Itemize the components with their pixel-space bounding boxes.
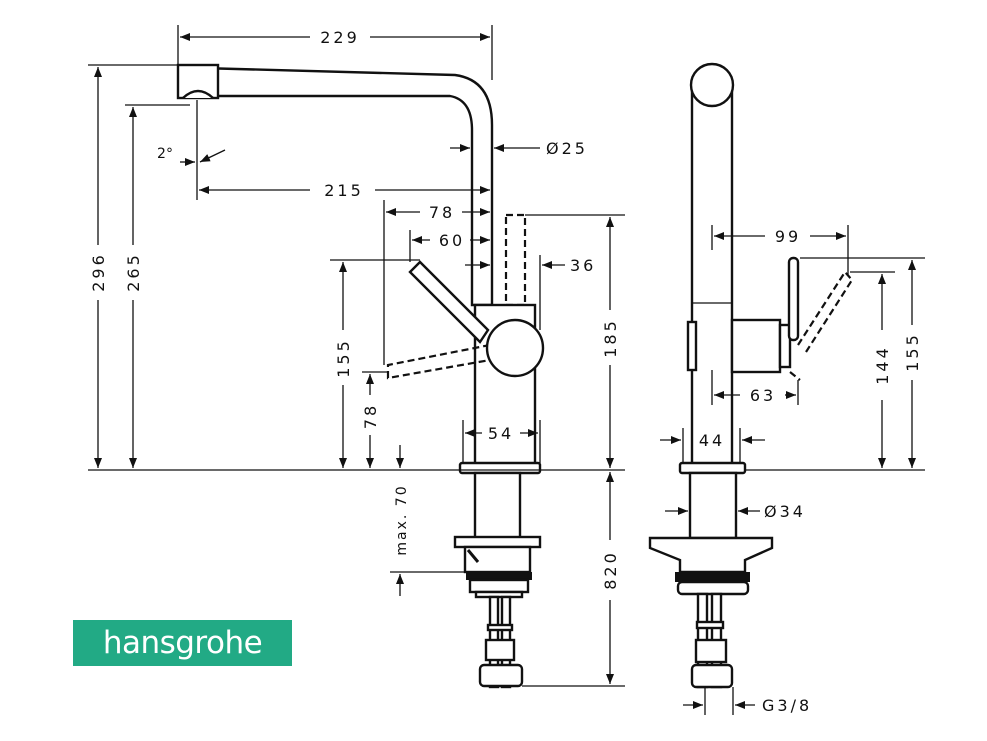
dim-44: 44 xyxy=(699,431,725,450)
dim-78-height: 78 xyxy=(361,403,380,429)
dim-54: 54 xyxy=(488,424,514,443)
dim-155-left: 155 xyxy=(334,338,353,378)
dim-155-right: 155 xyxy=(903,332,922,372)
brand-logo: hansgrohe xyxy=(73,620,292,666)
dim-185: 185 xyxy=(601,318,620,358)
dimension-lines xyxy=(88,25,925,715)
dim-63: 63 xyxy=(750,386,776,405)
dim-max-70: max. 70 xyxy=(394,484,410,555)
dim-thread: G3/8 xyxy=(762,696,812,715)
dim-60: 60 xyxy=(439,231,465,250)
dim-215: 215 xyxy=(324,181,364,200)
dim-820: 820 xyxy=(601,550,620,590)
dim-angle: 2° xyxy=(157,146,173,162)
dim-shank-diameter: Ø34 xyxy=(764,502,806,521)
dim-144: 144 xyxy=(873,345,892,385)
front-view-faucet xyxy=(176,63,545,689)
dim-36: 36 xyxy=(570,256,596,275)
brand-logo-text: hansgrohe xyxy=(102,625,263,661)
dim-pipe-diameter: Ø25 xyxy=(546,139,588,158)
dim-229: 229 xyxy=(320,28,360,47)
side-view-faucet xyxy=(648,62,854,689)
dim-265: 265 xyxy=(124,252,143,292)
dim-296: 296 xyxy=(89,252,108,292)
dim-99: 99 xyxy=(775,227,801,246)
dim-78-reach: 78 xyxy=(429,203,455,222)
